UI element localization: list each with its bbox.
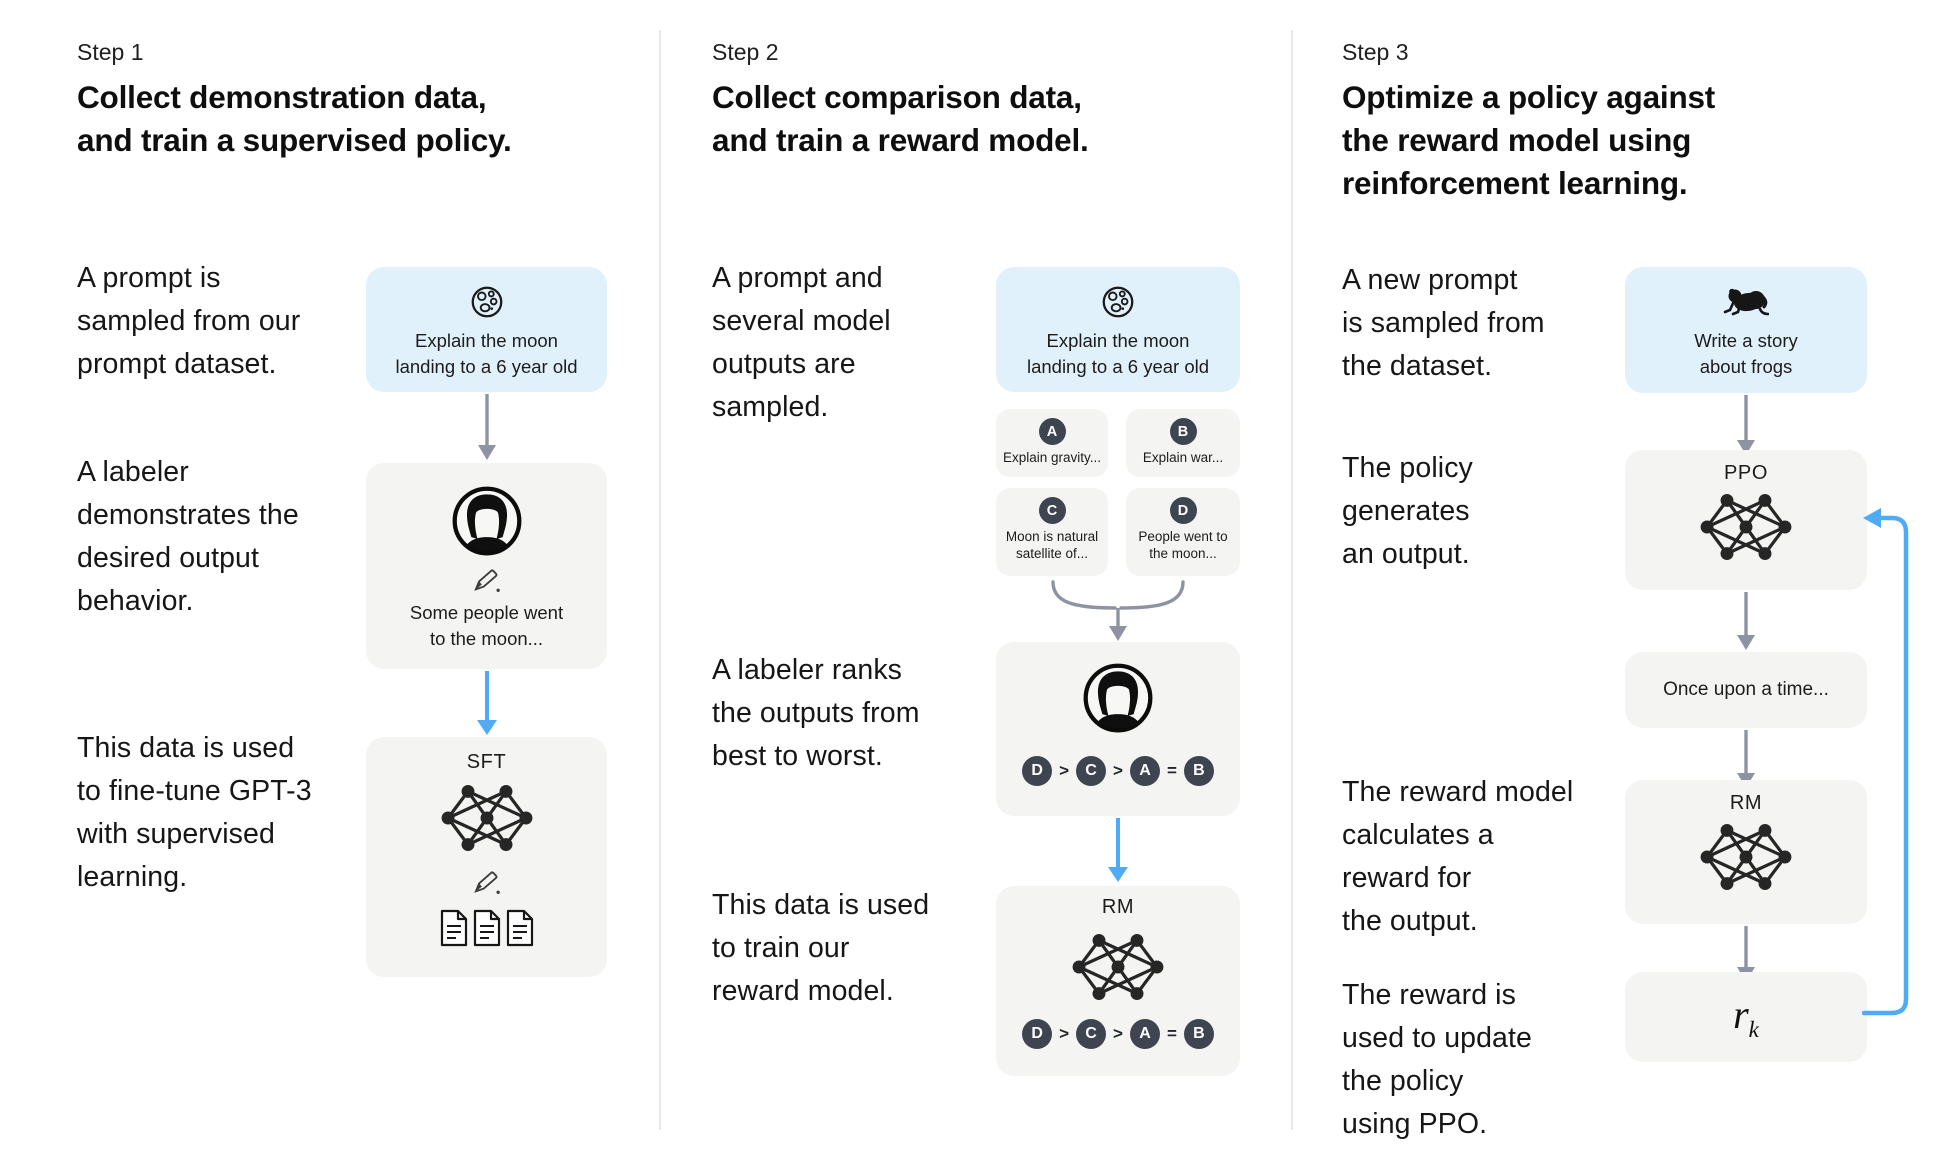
rank-token: C [1076,756,1107,786]
blue-arrow-down-icon [476,671,498,740]
document-icon [473,909,500,947]
step3-heading: Optimize a policy against the reward mod… [1342,79,1716,201]
ppo-label: PPO [1723,462,1769,484]
step3-label: Step 3 [1342,39,1409,65]
step1-label: Step 1 [77,39,144,65]
step3-caption-reward-calculated: The reward model calculates a reward for… [1342,776,1574,937]
moon-icon [1102,286,1134,318]
step1-labeler-box: Some people went to the moon... [366,463,607,669]
neural-network-icon [441,784,532,852]
moon-icon [471,286,502,318]
column-divider [1291,30,1293,1130]
feedback-loop-arrow-icon [1861,498,1920,1035]
rank-token: A [1129,756,1160,786]
labeler-avatar-icon [1083,663,1153,733]
document-icon [440,909,467,947]
neural-network-icon [1072,933,1164,1001]
rank-token: D [1022,1019,1053,1049]
answer-card-b: B Explain war... [1126,409,1240,477]
gray-arrow-down-icon [1735,395,1757,460]
neural-network-icon [1700,493,1792,561]
sft-label: SFT [466,751,507,773]
step2-rm-box: RM D > C > A = B [996,886,1240,1076]
step2-heading: Collect comparison data, and train a rew… [712,79,1089,158]
answer-card-c-text: Moon is natural satellite of... [1005,529,1099,561]
answer-card-d-text: People went to the moon... [1138,529,1228,561]
neural-network-icon [1700,823,1792,891]
ranking-row: D > C > A = B [1022,756,1214,786]
column-divider [659,30,661,1130]
answer-card-a: A Explain gravity... [996,409,1108,477]
rank-separator: = [1166,761,1177,780]
step1-caption-labeler-demonstrates: A labeler demonstrates the desired outpu… [77,456,299,617]
rank-token: B [1183,1019,1214,1049]
blue-arrow-down-icon [1107,818,1129,887]
rank-separator: = [1166,1024,1177,1043]
gray-arrow-down-icon [1735,592,1757,655]
step2-label: Step 2 [712,39,779,65]
step1-caption-finetune: This data is used to fine-tune GPT-3 wit… [77,732,312,893]
rank-token: B [1183,756,1214,786]
step1-sft-box: SFT [366,737,607,977]
gray-arrow-down-icon [476,394,498,465]
merge-arrow-icon [996,580,1240,647]
documents-row [439,909,535,947]
step1-prompt-text: Explain the moon landing to a 6 year old [395,330,578,377]
step1-heading-line2: and train a supervised policy. [77,122,512,158]
answer-card-c: C Moon is natural satellite of... [996,488,1108,576]
labeler-avatar-icon [452,486,521,556]
rank-token: C [1076,1019,1107,1049]
step2-caption-labeler-ranks: A labeler ranks the outputs from best to… [712,654,920,772]
frog-icon [1723,288,1769,316]
document-icon [506,909,533,947]
letter-badge-b: B [1169,418,1197,445]
step3-caption-new-prompt: A new prompt is sampled from the dataset… [1342,264,1545,382]
step2-ranking-box: D > C > A = B [996,642,1240,816]
rank-token: A [1129,1019,1160,1049]
rank-separator: > [1113,1024,1123,1043]
step1-heading: Collect demonstration data, and train a … [77,76,512,162]
step3-caption-policy-generates: The policy generates an output. [1342,452,1473,570]
step2-prompt-box: Explain the moon landing to a 6 year old [996,267,1240,392]
step3-ppo-box: PPO [1625,450,1867,590]
step1-labeler-text: Some people went to the moon... [409,602,564,649]
step3-output-text: Once upon a time... [1663,679,1829,700]
step3-prompt-text: Write a story about frogs [1694,330,1798,377]
pencil-icon [473,871,500,894]
pencil-icon [473,569,500,592]
step3-reward-box: rk [1625,972,1867,1062]
step3-rm-box: RM [1625,780,1867,924]
step2-prompt-text: Explain the moon landing to a 6 year old [1026,330,1210,377]
rank-separator: > [1059,761,1070,780]
ranking-row: D > C > A = B [1022,1019,1214,1049]
answer-card-d: D People went to the moon... [1126,488,1240,576]
reward-value: rk [1733,992,1759,1042]
step3-caption-update-policy: The reward is used to update the policy … [1342,979,1532,1140]
letter-badge-a: A [1038,418,1066,445]
letter-badge-c: C [1038,497,1066,524]
step2-caption-outputs-sampled: A prompt and several model outputs are s… [712,262,891,423]
step3-prompt-box: Write a story about frogs [1625,267,1867,393]
letter-badge-d: D [1169,497,1197,524]
step2-caption-train-reward: This data is used to train our reward mo… [712,889,930,1007]
step1-caption-prompt-sampled: A prompt is sampled from our prompt data… [77,262,301,380]
rank-separator: > [1113,761,1123,780]
rm-label: RM [1729,792,1763,814]
step1-prompt-box: Explain the moon landing to a 6 year old [366,267,607,392]
step3-output-box: Once upon a time... [1625,652,1867,728]
rm-label: RM [1101,896,1135,918]
rank-separator: > [1059,1024,1070,1043]
step1-heading-line1: Collect demonstration data, [77,79,487,115]
rank-token: D [1022,756,1053,786]
